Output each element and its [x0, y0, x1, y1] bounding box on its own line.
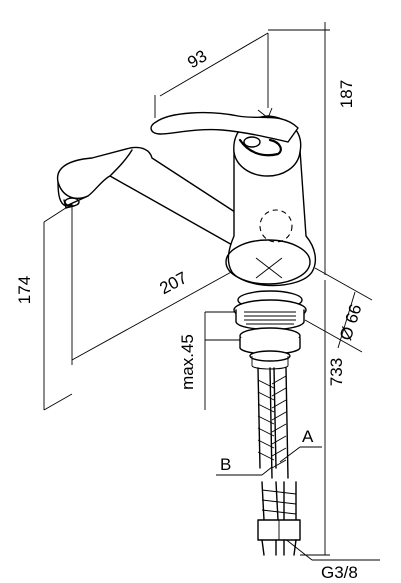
dimension-lines	[43, 22, 380, 561]
dim-93-label: 93	[184, 46, 210, 72]
mounting-hardware	[233, 290, 307, 370]
dim-207-label: 207	[156, 268, 190, 298]
spout	[56, 146, 239, 247]
dim-733-label: 733	[327, 358, 346, 386]
dim-max45-label: max.45	[178, 334, 197, 390]
hose-a-label: A	[302, 427, 314, 446]
faucet-body	[225, 149, 317, 287]
dim-187-label: 187	[337, 80, 356, 108]
dim-diameter-66-label: Ø 66	[336, 302, 365, 343]
hose-b-label: B	[220, 455, 231, 474]
dim-174-label: 174	[15, 276, 34, 304]
flexible-hoses	[257, 367, 301, 556]
thread-g38-label: G3/8	[321, 563, 358, 582]
lever-handle	[150, 107, 302, 177]
